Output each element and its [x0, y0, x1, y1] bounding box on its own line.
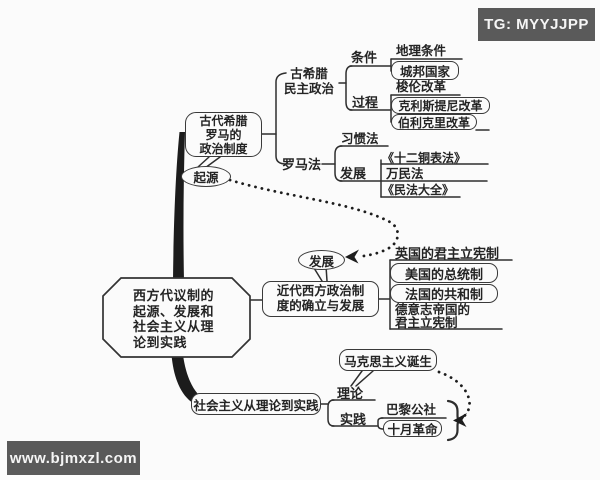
label-practice: 实践: [340, 412, 367, 427]
node-socialism: 社会主义从理论到实践: [191, 393, 321, 415]
site-watermark-badge: www.bjmxzl.com: [7, 441, 140, 475]
arrowhead-icon-practice: [453, 413, 467, 427]
origin-bubble: 起源: [181, 166, 231, 187]
dotted-curve-origin-develop: [228, 178, 400, 258]
node-line: 政治制度: [199, 141, 248, 156]
site-watermark-text: www.bjmxzl.com: [9, 449, 138, 467]
label-line: 古希腊: [290, 67, 328, 81]
node-line: 古代希腊: [199, 113, 248, 128]
arrowhead-icon-develop: [345, 249, 359, 264]
leaf-jus-gentium: 万民法: [386, 167, 424, 181]
dotted-curve-marxism-practice: [437, 370, 471, 421]
bracket-theory-practice: [327, 399, 335, 427]
label-greek-democracy: 古希腊 民主政治: [279, 67, 339, 97]
leaf-solon-reform: 梭伦改革: [396, 80, 447, 94]
leaf-city-state: 城邦国家: [391, 61, 459, 80]
develop-label: 发展: [308, 254, 334, 269]
node-line: 度的确立与发展: [276, 299, 365, 313]
central-topic-text: 西方代议制的 起源、发展和 社会主义从理 论到实践: [133, 288, 243, 350]
central-topic-line: 西方代议制的: [133, 288, 215, 303]
bracket-habit-develop: [334, 145, 343, 182]
leaf-label: 伯利克里改革: [397, 115, 470, 130]
label-theory: 理论: [337, 386, 364, 401]
label-roman-law: 罗马法: [282, 157, 322, 172]
leaf-geography: 地理条件: [396, 44, 447, 58]
leaf-pericles-reform: 伯利克里改革: [391, 114, 477, 130]
develop-bubble: 发展: [298, 250, 345, 270]
leaf-usa-presidential: 美国的总统制: [390, 263, 498, 283]
node-line: 近代西方政治制: [276, 284, 365, 298]
leaf-label: 十月革命: [387, 423, 438, 437]
label-condition: 条件: [351, 50, 378, 65]
label-process: 过程: [352, 95, 379, 110]
bracket-condition-process: [345, 65, 353, 111]
trunk-top: [173, 132, 185, 281]
leaf-label: 城邦国家: [399, 65, 450, 79]
leaf-label: 克利斯提尼改革: [398, 99, 483, 113]
node-ancient-greece-rome: 古代希腊 罗马的 政治制度: [185, 112, 262, 157]
central-topic-octagon: [102, 277, 251, 358]
origin-label: 起源: [193, 171, 219, 185]
leaf-line: 君主立宪制: [395, 316, 458, 330]
leaf-france-republic: 法国的共和制: [390, 284, 498, 303]
bracket-greek-roman: [275, 72, 287, 165]
tg-watermark-badge: TG: MYYJJPP: [478, 8, 595, 41]
node-modern-western-politics: 近代西方政治制 度的确立与发展: [262, 281, 379, 317]
leaf-marxism-birth: 马克思主义诞生: [339, 349, 437, 371]
label-develop: 发展: [340, 166, 367, 181]
leaf-paris-commune: 巴黎公社: [386, 403, 437, 417]
leaf-britain-monarchy: 英国的君主立宪制: [395, 246, 500, 261]
marxism-bubble-tail: [350, 370, 374, 387]
central-topic-line: 社会主义从理: [133, 319, 215, 334]
leaf-label: 马克思主义诞生: [344, 354, 432, 369]
node-label: 社会主义从理论到实践: [193, 398, 319, 413]
leaf-twelve-tables: 《十二铜表法》: [382, 151, 467, 165]
node-line: 罗马的: [205, 127, 242, 142]
trunk-bottom: [171, 355, 198, 402]
leaf-cleisthenes-reform: 克利斯提尼改革: [391, 97, 490, 114]
central-topic-line: 论到实践: [133, 334, 188, 350]
tg-watermark-text: TG: MYYJJPP: [484, 16, 589, 33]
central-topic-line: 起源、发展和: [133, 303, 215, 319]
leaf-line: 德意志帝国的: [395, 303, 471, 317]
leaf-october-revolution: 十月革命: [383, 420, 442, 437]
leaf-civil-code: 《民法大全》: [382, 183, 455, 197]
leaf-label: 美国的总统制: [404, 266, 483, 282]
leaf-germany-monarchy: 德意志帝国的 君主立宪制: [395, 304, 470, 330]
leaf-label: 法国的共和制: [404, 287, 483, 302]
leaf-habit-law: 习惯法: [341, 132, 379, 146]
label-line: 民主政治: [283, 82, 334, 96]
